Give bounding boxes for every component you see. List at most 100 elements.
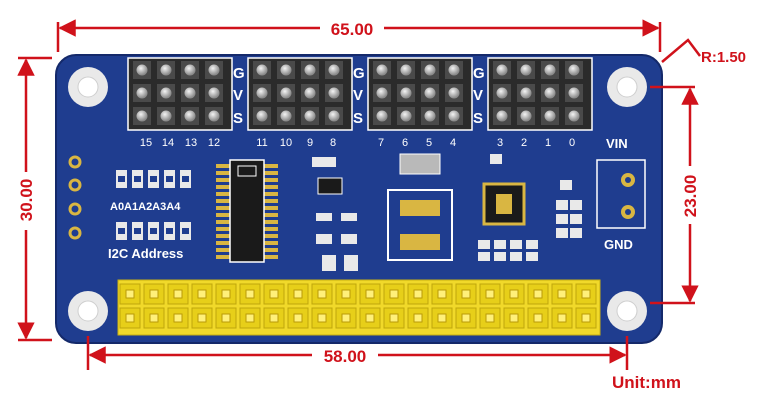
gpio-pin	[149, 313, 159, 323]
servo-pin	[208, 64, 220, 76]
smd-capacitor	[570, 214, 582, 224]
gpio-pin	[557, 313, 567, 323]
left-pin-holes	[68, 155, 82, 240]
smd-capacitor	[556, 214, 568, 224]
chip-leg	[262, 192, 278, 196]
channel-number: 14	[162, 137, 174, 149]
chip-leg	[216, 178, 232, 182]
i2c-address-label: I2C Address	[108, 246, 183, 261]
smd-components-middle	[312, 157, 358, 271]
servo-pin	[448, 87, 460, 99]
gvs-labels: G V S G V S G V S	[233, 65, 485, 127]
chip-leg	[216, 206, 232, 210]
channel-number: 11	[256, 137, 267, 149]
gpio-pin	[557, 289, 567, 299]
gpio-pin	[245, 313, 255, 323]
row-label-v: V	[233, 87, 243, 104]
servo-pin	[256, 87, 268, 99]
smd-resistor	[510, 252, 522, 261]
servo-pin	[568, 64, 580, 76]
gpio-pin	[269, 313, 279, 323]
channel-number: 2	[521, 137, 527, 149]
chip-leg	[262, 234, 278, 238]
channel-number: 10	[280, 137, 292, 149]
gpio-pin	[509, 289, 519, 299]
channel-number: 12	[208, 137, 220, 149]
servo-pin	[328, 64, 340, 76]
servo-pin	[424, 64, 436, 76]
servo-pin	[544, 110, 556, 122]
chip-leg	[262, 171, 278, 175]
address-jumpers	[116, 170, 191, 240]
row-label-s: S	[473, 110, 483, 127]
servo-pin	[544, 87, 556, 99]
gpio-pin	[485, 313, 495, 323]
servo-pin	[496, 64, 508, 76]
servo-pin	[376, 87, 388, 99]
servo-pin	[424, 87, 436, 99]
servo-pin	[376, 64, 388, 76]
dim-radius-leader	[661, 38, 701, 63]
gpio-pin	[413, 289, 423, 299]
gpio-pin	[197, 313, 207, 323]
gpio-pin	[581, 289, 591, 299]
gpio-pin	[389, 289, 399, 299]
gpio-pin	[437, 289, 447, 299]
smd-resistor	[494, 252, 506, 261]
mounting-hole-top-right	[607, 67, 647, 107]
chip-leg	[262, 185, 278, 189]
gpio-pin	[533, 313, 543, 323]
chip-leg	[216, 220, 232, 224]
regulator-chip	[482, 154, 526, 226]
gpio-pin	[581, 313, 591, 323]
channel-number: 7	[378, 137, 384, 149]
gpio-pin	[461, 289, 471, 299]
gpio-pin	[245, 289, 255, 299]
servo-pin	[328, 110, 340, 122]
servo-pin	[496, 110, 508, 122]
chip-leg	[216, 213, 232, 217]
servo-pin	[376, 110, 388, 122]
dim-radius: R:1.50	[701, 49, 746, 66]
servo-pin	[304, 87, 316, 99]
gpio-pin	[437, 313, 447, 323]
channel-number: 13	[185, 137, 197, 149]
dim-height-right: 23.00	[681, 175, 700, 218]
gpio-pin	[413, 313, 423, 323]
gpio-pin	[365, 289, 375, 299]
servo-pin	[256, 110, 268, 122]
mounting-hole-top-left	[68, 67, 108, 107]
gpio-pin	[317, 289, 327, 299]
servo-pin	[328, 87, 340, 99]
chip-leg	[216, 255, 232, 259]
servo-pin	[280, 87, 292, 99]
servo-pin	[184, 110, 196, 122]
gpio-pin	[269, 289, 279, 299]
chip-leg	[216, 185, 232, 189]
gpio-pin	[125, 289, 135, 299]
servo-pin	[400, 64, 412, 76]
servo-pin	[496, 87, 508, 99]
smd-components-right	[478, 180, 582, 261]
gpio-pin	[221, 313, 231, 323]
gnd-label: GND	[604, 237, 633, 252]
chip-leg	[216, 234, 232, 238]
smd-resistor	[494, 240, 506, 249]
channel-number: 1	[545, 137, 551, 149]
gpio-pin	[485, 289, 495, 299]
smd-resistor	[478, 240, 490, 249]
servo-pin	[424, 110, 436, 122]
servo-pin	[136, 87, 148, 99]
servo-pin	[184, 64, 196, 76]
chip-leg	[216, 241, 232, 245]
mounting-hole-bottom-right	[607, 291, 647, 331]
row-label-s: S	[233, 110, 243, 127]
mounting-hole-bottom-left	[68, 291, 108, 331]
chip-leg	[216, 199, 232, 203]
servo-pin	[400, 87, 412, 99]
chip-leg	[262, 255, 278, 259]
servo-pin	[568, 87, 580, 99]
servo-pin	[136, 64, 148, 76]
address-jumper-gap	[150, 228, 157, 234]
